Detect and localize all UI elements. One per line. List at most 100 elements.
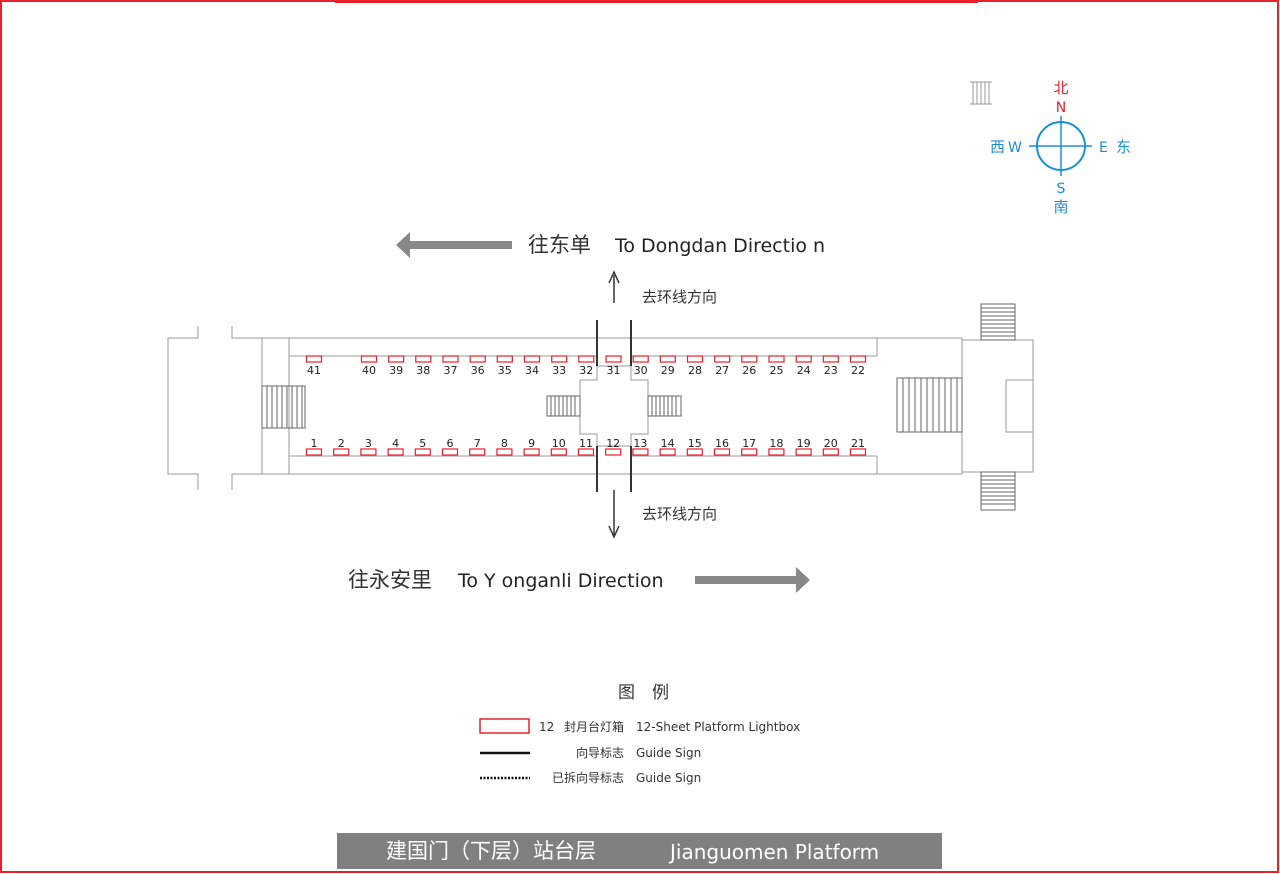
lightbox-16	[713, 448, 731, 456]
lightbox-label-1: 1	[311, 437, 318, 450]
lightbox-38	[415, 355, 432, 363]
lightbox-1	[305, 448, 323, 456]
legend-removed-sign-en: Guide Sign	[636, 771, 701, 785]
lightbox-label-24: 24	[797, 364, 811, 377]
lightbox-34	[523, 355, 541, 363]
lightbox-32	[578, 355, 595, 363]
bottom-direction-en: To Y onganli Direction	[457, 570, 664, 592]
legend-lightbox-en: 12-Sheet Platform Lightbox	[636, 720, 800, 734]
lightbox-6	[441, 448, 459, 456]
lightbox-label-31: 31	[607, 364, 621, 377]
bottom-direction-cn: 往永安里	[348, 568, 432, 592]
lightbox-18	[768, 448, 785, 456]
lightbox-label-21: 21	[851, 437, 865, 450]
lightbox-33	[551, 355, 568, 363]
lightbox-label-28: 28	[688, 364, 702, 377]
stairs-right	[896, 377, 963, 433]
lightbox-label-35: 35	[498, 364, 512, 377]
lightbox-3	[360, 448, 377, 456]
up-arrow-icon	[608, 270, 620, 284]
lightbox-label-36: 36	[471, 364, 485, 377]
guide-signs	[596, 320, 632, 492]
lightbox-11	[577, 448, 595, 456]
compass-north-en: N	[1056, 100, 1066, 116]
lightbox-14	[659, 448, 676, 456]
lightbox-label-4: 4	[392, 437, 399, 450]
lightbox-12	[605, 448, 622, 456]
lightbox-22	[849, 355, 867, 363]
legend-lightbox-swatch	[479, 718, 530, 734]
stairs-top-right	[980, 303, 1016, 341]
lightbox-41	[305, 355, 323, 363]
lightbox-label-9: 9	[528, 437, 535, 450]
footer-bar: 建国门（下层）站台层 Jianguomen Platform	[337, 833, 942, 869]
lightbox-20	[822, 448, 839, 456]
lightbox-13	[632, 448, 649, 456]
lightbox-label-22: 22	[851, 364, 865, 377]
lightbox-label-19: 19	[797, 437, 811, 450]
lightbox-label-13: 13	[633, 437, 647, 450]
right-arrow-icon	[695, 567, 810, 593]
lightbox-17	[741, 448, 758, 456]
compass-north-cn: 北	[1053, 79, 1068, 97]
bottom-direction: 往永安里 To Y onganli Direction	[348, 567, 810, 593]
top-direction: 往东单 To Dongdan Directio n	[396, 232, 825, 258]
lightbox-label-2: 2	[338, 437, 345, 450]
lightbox-2	[333, 448, 350, 456]
lightbox-23	[822, 355, 839, 363]
lightbox-36	[469, 355, 486, 363]
lightbox-label-25: 25	[770, 364, 784, 377]
lightbox-label-29: 29	[661, 364, 675, 377]
loop-label-bottom: 去环线方向	[642, 505, 717, 523]
lightbox-label-23: 23	[824, 364, 838, 377]
lightbox-label-15: 15	[688, 437, 702, 450]
lightbox-label-20: 20	[824, 437, 838, 450]
lightbox-9	[523, 448, 540, 456]
lightbox-label-12: 12	[606, 437, 620, 450]
compass-south-en: S	[1057, 181, 1066, 197]
compass: 北 N S 南 西 W E 东	[970, 79, 1131, 216]
lightbox-label-38: 38	[416, 364, 430, 377]
lightbox-label-5: 5	[419, 437, 426, 450]
lightbox-39	[388, 355, 405, 363]
lightbox-label-17: 17	[742, 437, 756, 450]
lightbox-label-30: 30	[634, 364, 648, 377]
lightbox-24	[795, 355, 812, 363]
lightbox-label-10: 10	[552, 437, 566, 450]
lightbox-label-16: 16	[715, 437, 729, 450]
lightbox-27	[714, 355, 731, 363]
compass-west-en: W	[1008, 140, 1022, 156]
lightbox-5	[414, 448, 431, 456]
compass-west-cn: 西	[990, 138, 1005, 156]
lightbox-label-7: 7	[474, 437, 481, 450]
lightbox-7	[469, 448, 486, 456]
left-arrow-icon	[396, 232, 512, 258]
lightbox-8	[496, 448, 513, 456]
compass-east-cn: 东	[1116, 138, 1131, 156]
lightbox-35	[496, 355, 513, 363]
lightbox-28	[686, 355, 704, 363]
stairs-hub-left	[546, 395, 581, 417]
stairs-bottom-right	[980, 471, 1016, 511]
lightbox-37	[442, 355, 459, 363]
legend-title: 图 例	[618, 683, 669, 703]
lightbox-label-3: 3	[365, 437, 372, 450]
lightbox-label-34: 34	[525, 364, 539, 377]
lightbox-19	[795, 448, 812, 456]
compass-east-en: E	[1099, 140, 1108, 156]
lightbox-30	[632, 355, 649, 363]
legend-removed-sign-cn: 已拆向导标志	[552, 770, 624, 785]
lightbox-25	[768, 355, 785, 363]
lightbox-label-11: 11	[579, 437, 593, 450]
lightbox-label-6: 6	[447, 437, 454, 450]
footer-title-cn: 建国门（下层）站台层	[386, 839, 596, 863]
footer-title-en: Jianguomen Platform	[668, 840, 879, 864]
loop-direction-down: 去环线方向	[608, 490, 717, 539]
stairs-hub-right	[647, 395, 682, 417]
legend-guide-sign-cn: 向导标志	[576, 745, 624, 760]
lightbox-26	[741, 355, 758, 363]
lightbox-label-8: 8	[501, 437, 508, 450]
lightbox-15	[686, 448, 703, 456]
top-direction-cn: 往东单	[528, 233, 591, 257]
